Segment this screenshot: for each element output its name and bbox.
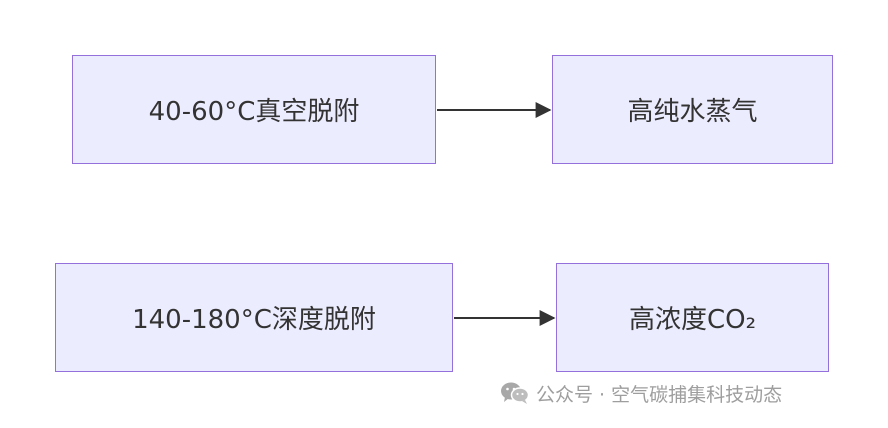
watermark: 公众号 · 空气碳捕集科技动态	[500, 378, 782, 408]
wechat-icon	[501, 382, 530, 404]
node-high-purity-steam: 高纯水蒸气	[552, 55, 833, 164]
node-vacuum-desorption: 40-60°C真空脱附	[72, 55, 436, 164]
watermark-text: 公众号 · 空气碳捕集科技动态	[536, 383, 783, 406]
node-high-conc-co2: 高浓度CO₂	[556, 263, 829, 372]
node-label: 140-180°C深度脱附	[132, 305, 376, 335]
node-label: 高浓度CO₂	[628, 305, 757, 335]
node-label: 40-60°C真空脱附	[148, 97, 360, 127]
node-label: 高纯水蒸气	[627, 97, 758, 127]
node-deep-desorption: 140-180°C深度脱附	[55, 263, 453, 372]
